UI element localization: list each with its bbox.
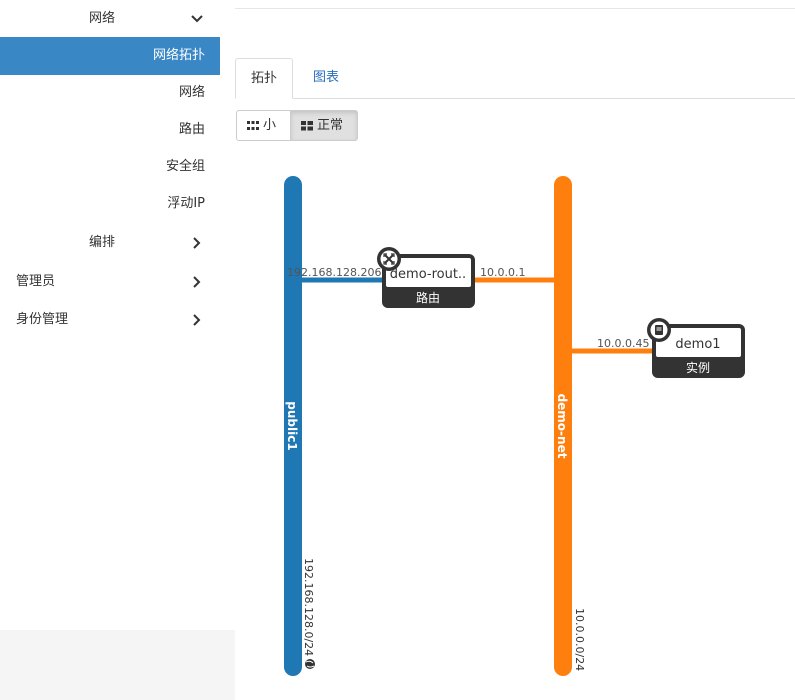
chevron-right-icon xyxy=(193,314,201,326)
normal-view-label: 正常 xyxy=(317,118,344,133)
globe-icon xyxy=(305,659,315,669)
small-view-label: 小 xyxy=(263,118,277,133)
network-name: demo-net xyxy=(555,394,569,459)
small-grid-icon xyxy=(247,120,259,130)
router-device[interactable]: demo-rout.. 路由 xyxy=(377,247,475,308)
sidebar-item-label: 网络拓扑 xyxy=(152,48,205,63)
sidebar-item-networks[interactable]: 网络 xyxy=(0,74,220,112)
router-icon xyxy=(377,247,401,271)
network-public1[interactable]: public1 192.168.128.0/24 xyxy=(284,176,315,676)
sidebar-item-label: 编排 xyxy=(89,235,116,250)
sidebar-item-identity[interactable]: 身份管理 xyxy=(0,301,220,339)
sidebar-item-orchestration[interactable]: 编排 xyxy=(0,224,220,262)
sidebar-item-floating-ips[interactable]: 浮动IP xyxy=(0,185,220,223)
router-type-label: 路由 xyxy=(416,290,440,305)
sidebar-item-label: 身份管理 xyxy=(16,312,69,327)
chevron-right-icon xyxy=(193,276,201,288)
router-public-ip: 192.168.128.206 xyxy=(287,266,381,279)
sidebar-item-network[interactable]: 网络 xyxy=(0,0,220,38)
network-name: public1 xyxy=(285,401,299,450)
sidebar-item-label: 管理员 xyxy=(16,274,56,289)
network-cidr: 10.0.0.0/24 xyxy=(573,608,586,671)
router-private-ip: 10.0.0.1 xyxy=(480,266,525,279)
sidebar-item-network-topology[interactable]: 网络拓扑 xyxy=(0,37,220,75)
sidebar-item-label: 网络 xyxy=(178,85,205,100)
chevron-right-icon xyxy=(193,237,201,249)
instance-name: demo1 xyxy=(675,337,720,352)
sidebar-item-security-groups[interactable]: 安全组 xyxy=(0,148,220,186)
tab-graph[interactable]: 图表 xyxy=(313,70,340,85)
sidebar-item-admin[interactable]: 管理员 xyxy=(0,263,220,301)
chevron-down-icon xyxy=(191,15,203,23)
network-cidr: 192.168.128.0/24 xyxy=(302,558,315,656)
router-name: demo-rout.. xyxy=(390,267,466,282)
instance-ip: 10.0.0.45 xyxy=(597,337,649,350)
instance-type-label: 实例 xyxy=(686,360,710,375)
sidebar-item-label: 安全组 xyxy=(165,159,205,174)
view-size-toggle: 小 正常 xyxy=(236,110,358,141)
tab-topology[interactable]: 拓扑 xyxy=(235,58,294,99)
tab-bar: 拓扑 图表 xyxy=(235,58,795,99)
normal-view-button[interactable]: 正常 xyxy=(291,110,358,141)
instance-device[interactable]: demo1 实例 xyxy=(647,318,745,378)
network-demo-net[interactable]: demo-net 10.0.0.0/24 xyxy=(554,176,586,676)
server-icon xyxy=(647,318,671,342)
sidebar: 网络 网络拓扑 网络 路由 安全组 浮动IP 编排 管理员 身份管理 xyxy=(0,0,235,700)
large-grid-icon xyxy=(301,120,313,130)
sidebar-item-routers[interactable]: 路由 xyxy=(0,111,220,149)
sidebar-item-label: 网络 xyxy=(89,11,116,26)
small-view-button[interactable]: 小 xyxy=(236,110,291,141)
divider xyxy=(235,8,795,9)
sidebar-footer xyxy=(0,630,235,700)
sidebar-item-label: 浮动IP xyxy=(167,196,205,211)
sidebar-item-label: 路由 xyxy=(178,122,205,137)
